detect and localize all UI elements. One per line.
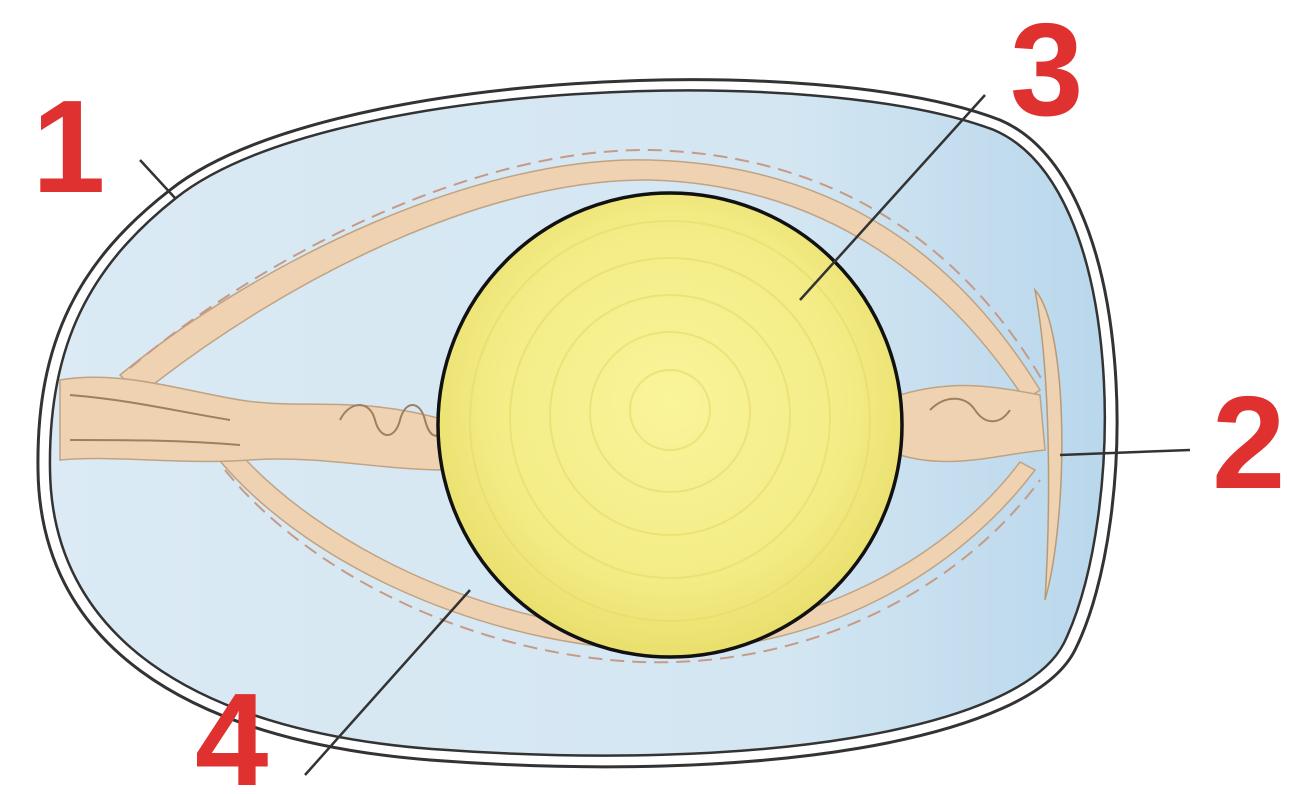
label-yolk: 3 bbox=[1010, 0, 1083, 143]
label-air-cell: 2 bbox=[1212, 369, 1285, 516]
label-albumen: 4 bbox=[195, 666, 268, 794]
label-shell: 1 bbox=[32, 73, 105, 220]
leader-line-1 bbox=[140, 160, 175, 198]
